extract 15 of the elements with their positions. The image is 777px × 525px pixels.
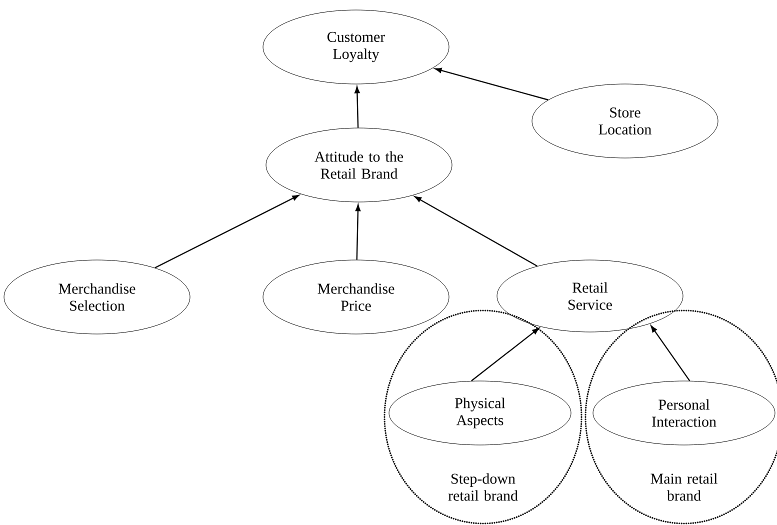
ellipse-node: Customer Loyalty bbox=[262, 10, 450, 84]
arrow bbox=[434, 68, 548, 100]
arrow bbox=[154, 194, 300, 268]
ellipse-node: Merchandise Price bbox=[262, 260, 450, 334]
ellipse-node: Retail Service bbox=[496, 260, 684, 332]
ellipse-node: Merchandise Selection bbox=[4, 260, 190, 334]
ellipse-node: Store Location bbox=[532, 84, 718, 158]
arrow bbox=[354, 86, 360, 128]
ellipse-node: Attitude to the Retail Brand bbox=[266, 128, 452, 202]
ellipse-node: Personal Interaction bbox=[592, 380, 776, 446]
arrow bbox=[650, 326, 690, 382]
arrow bbox=[414, 196, 538, 267]
arrow bbox=[471, 328, 540, 382]
arrow bbox=[355, 204, 361, 260]
ellipse-node: Physical Aspects bbox=[388, 380, 572, 446]
